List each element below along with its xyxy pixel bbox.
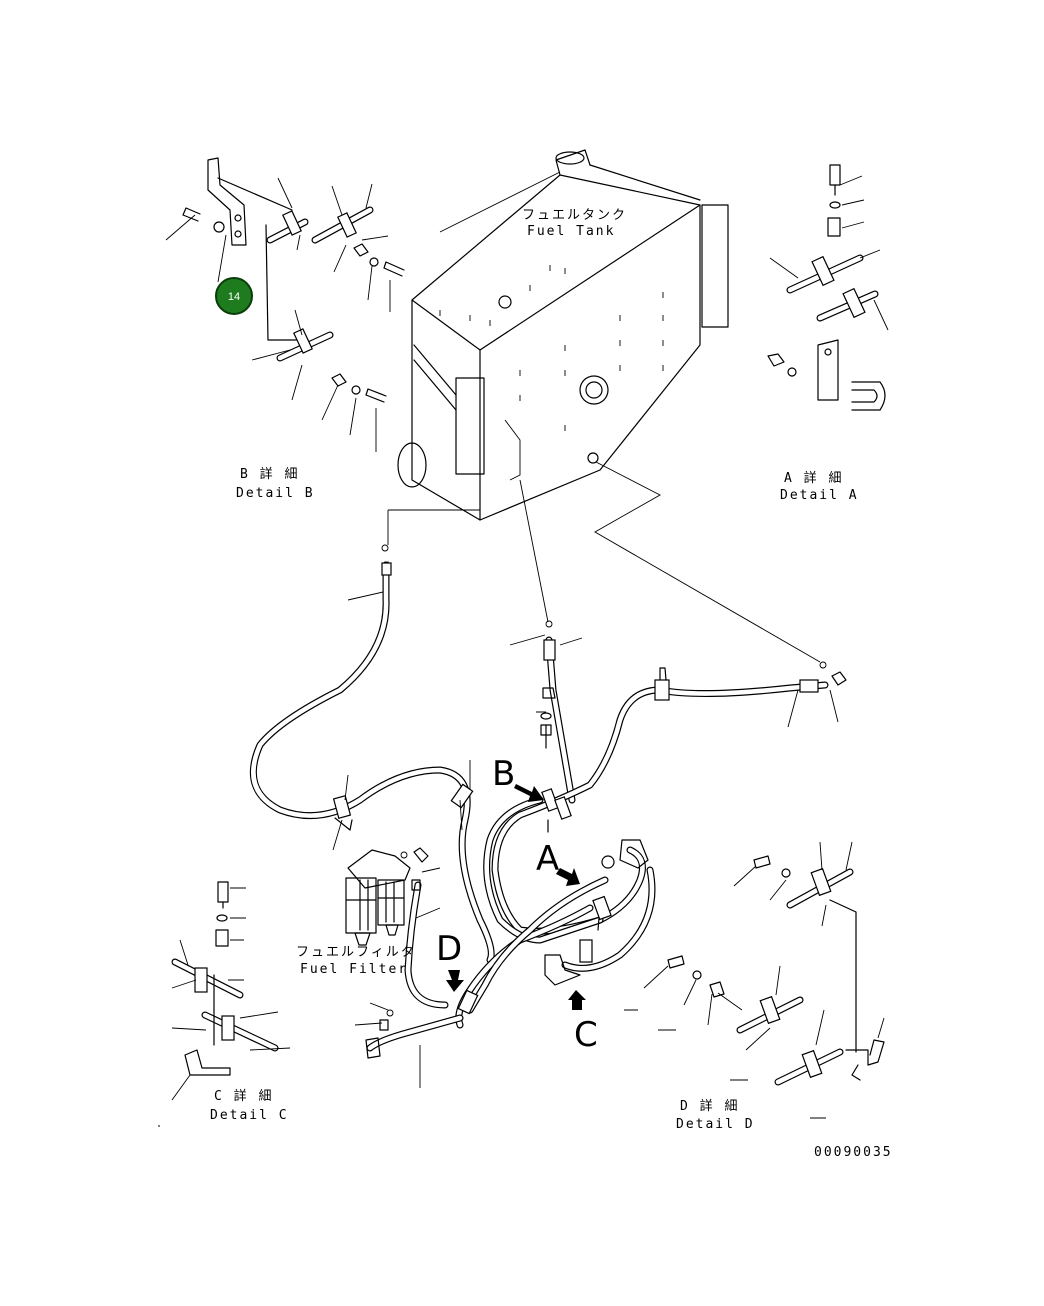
detail-c-label-jp: C 詳 細	[214, 1088, 273, 1104]
view-c-letter: C	[574, 1015, 598, 1055]
detail-d-label-en: Detail D	[676, 1117, 755, 1132]
hose-routing	[249, 561, 847, 1059]
fuel-tank-label-en: Fuel Tank	[527, 224, 615, 239]
view-d-letter: D	[436, 929, 462, 969]
detail-b-drawing: B 詳 細 Detail B	[165, 157, 405, 501]
fuel-filter-label-en: Fuel Filter	[300, 962, 408, 977]
fuel-tank-label-jp: フュエルタンク	[522, 208, 627, 223]
detail-a-label-jp: A 詳 細	[784, 470, 843, 486]
fuel-filter-label-jp: フュエルフィルタ	[296, 945, 416, 960]
leader-lines	[332, 591, 839, 1088]
view-a-letter: A	[536, 839, 559, 879]
drawing-number: 00090035	[814, 1145, 893, 1160]
detail-c-label-en: Detail C	[210, 1108, 289, 1123]
fuel-tank	[397, 149, 729, 521]
detail-a-label-en: Detail A	[780, 488, 859, 503]
detail-b-label-jp: B 詳 細	[240, 466, 299, 482]
detail-c-drawing: C 詳 細 Detail C	[158, 881, 291, 1127]
detail-d-label-jp: D 詳 細	[680, 1098, 739, 1114]
callout-badge-14[interactable]: 14	[215, 277, 253, 315]
detail-a-drawing: A 詳 細 Detail A	[767, 164, 889, 503]
fuel-filter	[345, 847, 429, 1031]
callout-number: 14	[228, 291, 240, 303]
view-arrows: B A D C	[436, 754, 598, 1055]
view-b-letter: B	[492, 754, 515, 794]
detail-d-drawing: D 詳 細 Detail D	[624, 841, 885, 1132]
detail-b-label-en: Detail B	[236, 486, 315, 501]
